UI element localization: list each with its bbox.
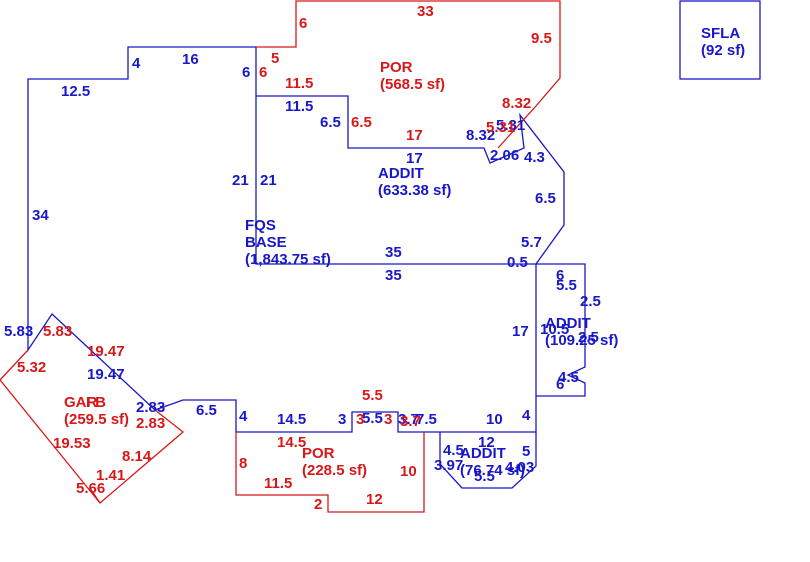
dim-label: 6: [299, 15, 308, 32]
dim-label: 6: [259, 64, 268, 81]
sfla-label: SFLA: [701, 25, 741, 42]
addit-main-area: (633.38 sf): [378, 182, 452, 199]
addit-main-label: ADDIT: [378, 165, 424, 182]
addit-bottom-label: ADDIT: [460, 445, 506, 462]
fqs-base-label: FQS: [245, 217, 276, 234]
dim-label: 2.83: [136, 399, 166, 416]
dim-label: 5.5: [362, 387, 383, 404]
dim-label: 35: [385, 244, 402, 261]
dim-label: 2.5: [580, 293, 601, 310]
garage-inner-line: [89, 487, 101, 504]
dim-label: 14.5: [277, 434, 307, 451]
addit-right-area: (109.25 sf): [545, 332, 619, 349]
garage-area: (259.5 sf): [64, 411, 130, 428]
addit-right-label: ADDIT: [545, 315, 591, 332]
sfla-area: (92 sf): [701, 42, 746, 59]
dim-label: 34: [32, 207, 49, 224]
dim-label: 0.5: [507, 254, 528, 271]
dim-label: 21: [232, 172, 249, 189]
por-top-outline: [256, 0, 561, 149]
addit-bottom-area: (76.74 sf): [460, 462, 526, 479]
dim-label: 4.03: [505, 459, 535, 476]
fqs-base-label-2: BASE: [245, 234, 287, 251]
dim-label: 8.14: [122, 448, 152, 465]
dim-label: 5: [271, 50, 280, 67]
dim-label: 11.5: [285, 98, 314, 115]
dim-label: 5.5: [474, 468, 495, 485]
dim-label: 8.32: [466, 127, 496, 144]
garage-label: GAR: [64, 394, 98, 411]
dim-label: 5: [522, 443, 531, 460]
por-top-label: POR: [380, 59, 413, 76]
dim-label: 4: [132, 55, 141, 72]
fqs-base-area: (1,843.75 sf): [245, 251, 331, 268]
dim-label: 7.5: [416, 411, 437, 428]
dim-label: 19.47: [87, 343, 125, 360]
dim-label: 5.83: [43, 323, 73, 340]
addit-main-outline: [256, 95, 565, 265]
dim-label: 6.5: [351, 114, 372, 131]
dim-label: 5.31: [496, 117, 526, 134]
dim-label: 10: [400, 463, 417, 480]
dim-label: 6: [242, 64, 251, 81]
dim-label: 2.83: [136, 415, 166, 432]
dim-label: 17: [512, 323, 529, 340]
addit-bottom-outline: [439, 432, 537, 489]
dim-label: 17: [406, 127, 423, 144]
dim-label: 5.83: [4, 323, 34, 340]
dim-label: 2.5: [578, 329, 599, 346]
dim-label: 6: [556, 267, 565, 284]
dim-label: 4.5: [558, 369, 579, 386]
dim-label: 4: [239, 408, 248, 425]
dim-label: 5.32: [17, 359, 47, 376]
dim-label: 16: [182, 51, 199, 68]
dim-label: 2.06: [490, 147, 520, 164]
dim-label: 33: [417, 3, 434, 20]
dim-label: 14.5: [277, 411, 307, 428]
dim-label: 11.5: [264, 475, 293, 492]
dim-label: 10.5: [540, 321, 570, 338]
dim-label: 4: [522, 407, 531, 424]
dim-label: 8.32: [502, 95, 532, 112]
por-bottom-area: (228.5 sf): [302, 462, 368, 479]
sfla-box: [679, 0, 761, 80]
dim-label: 5.7: [521, 234, 542, 251]
dim-label: 9.5: [531, 30, 552, 47]
dim-label: 6.5: [196, 402, 217, 419]
dim-label: 5.66: [76, 480, 106, 497]
dim-label: 3: [356, 411, 365, 428]
dim-label: 6: [556, 376, 565, 393]
por-top-area: (568.5 sf): [380, 76, 446, 93]
dim-label: 3.97: [434, 457, 464, 474]
dim-label: 19.53: [53, 435, 91, 452]
dim-label: 8: [239, 455, 248, 472]
por-bottom-label: POR: [302, 445, 335, 462]
por-bottom-outline: [235, 432, 425, 513]
addit-right-outline: [536, 263, 586, 397]
dim-label: 5.5: [556, 277, 577, 294]
dim-label: 12.5: [61, 83, 91, 100]
dim-label: 10: [486, 411, 503, 428]
dim-label: 3.7: [400, 413, 421, 430]
dim-label: 12: [366, 491, 383, 508]
dim-label: 6.5: [320, 114, 341, 131]
dim-label: 12: [478, 434, 495, 451]
dim-label: 2: [314, 496, 323, 513]
fb-label: FB: [86, 394, 106, 411]
dim-label: 3: [338, 411, 347, 428]
dim-label: 4.5: [443, 442, 464, 459]
dim-label: 3: [384, 411, 393, 428]
dim-label: 19.47: [87, 366, 125, 383]
dim-label: 5.31: [486, 119, 516, 136]
dim-label: 1.41: [96, 467, 126, 484]
dim-label: 11.5: [285, 75, 314, 92]
dim-label: 35: [385, 267, 402, 284]
dim-label: 17: [406, 150, 423, 167]
dim-label: 6.5: [535, 190, 556, 207]
dim-label: 4.3: [524, 149, 545, 166]
dim-label: 3.7: [398, 411, 419, 428]
dim-label: 5.5: [362, 410, 383, 427]
dim-label: 21: [260, 172, 277, 189]
